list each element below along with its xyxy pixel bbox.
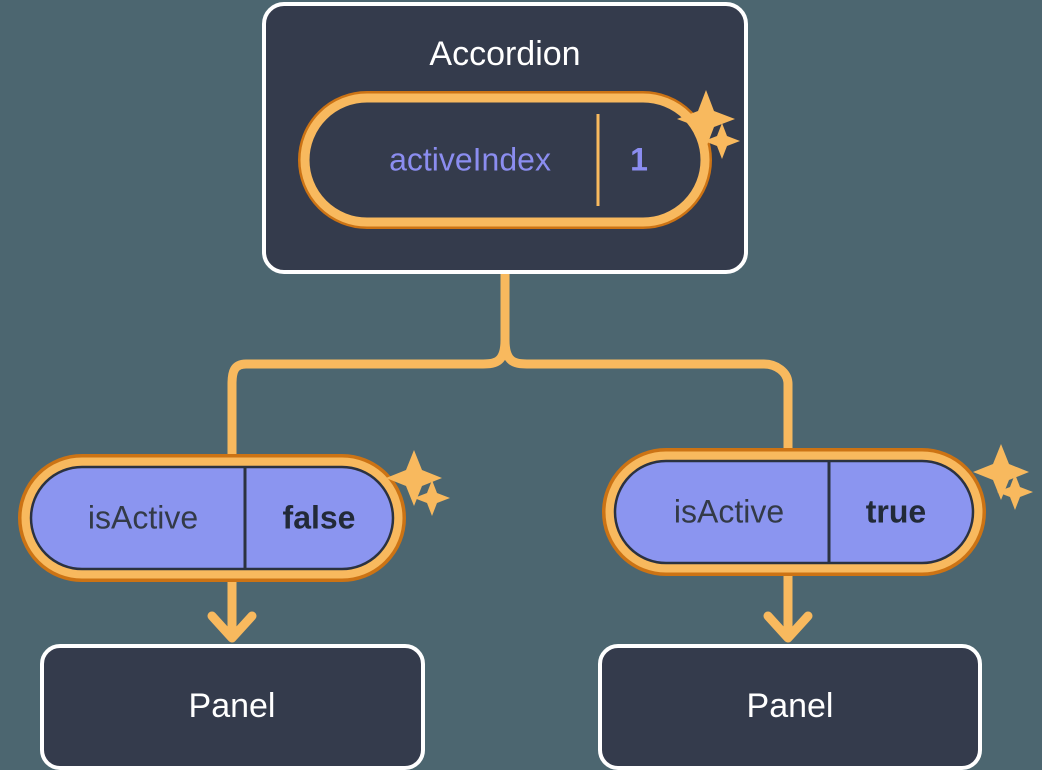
connector-split-right [500,335,793,463]
right-prop-pill[interactable]: isActive true [602,444,1033,576]
connector-split-left [227,335,510,463]
accordion-node[interactable]: Accordion activeIndex 1 [262,2,748,274]
panel-node-right-title: Panel [747,687,834,725]
left-prop-key: isActive [88,499,198,535]
panel-node-left[interactable]: Panel [40,644,425,770]
panel-node-left-title: Panel [189,687,276,725]
left-prop-pill[interactable]: isActive false [18,450,450,582]
left-prop-pill-edge [29,465,395,571]
right-prop-value: true [866,493,926,529]
arrowhead-left-icon [207,611,257,643]
accordion-prop-value: 1 [630,141,648,177]
panel-node-right[interactable]: Panel [598,644,982,770]
accordion-prop-key: activeIndex [389,141,551,177]
accordion-prop-pill[interactable]: activeIndex 1 [298,91,712,229]
left-prop-pill-ring-inner [21,457,403,579]
left-prop-value: false [283,499,356,535]
panel-node-left-body [40,644,425,770]
right-sparkle-icon [973,444,1033,510]
accordion-sparkle-icon [677,90,740,159]
right-prop-key: isActive [674,493,784,529]
panel-node-right-body [598,644,982,770]
accordion-node-title: Accordion [429,35,580,73]
arrowhead-right-icon [763,611,813,643]
right-prop-pill-edge [613,459,975,565]
right-prop-pill-ring-inner [605,451,983,573]
left-sparkle-icon [386,450,450,516]
accordion-prop-pill-ring-inner [300,93,710,227]
